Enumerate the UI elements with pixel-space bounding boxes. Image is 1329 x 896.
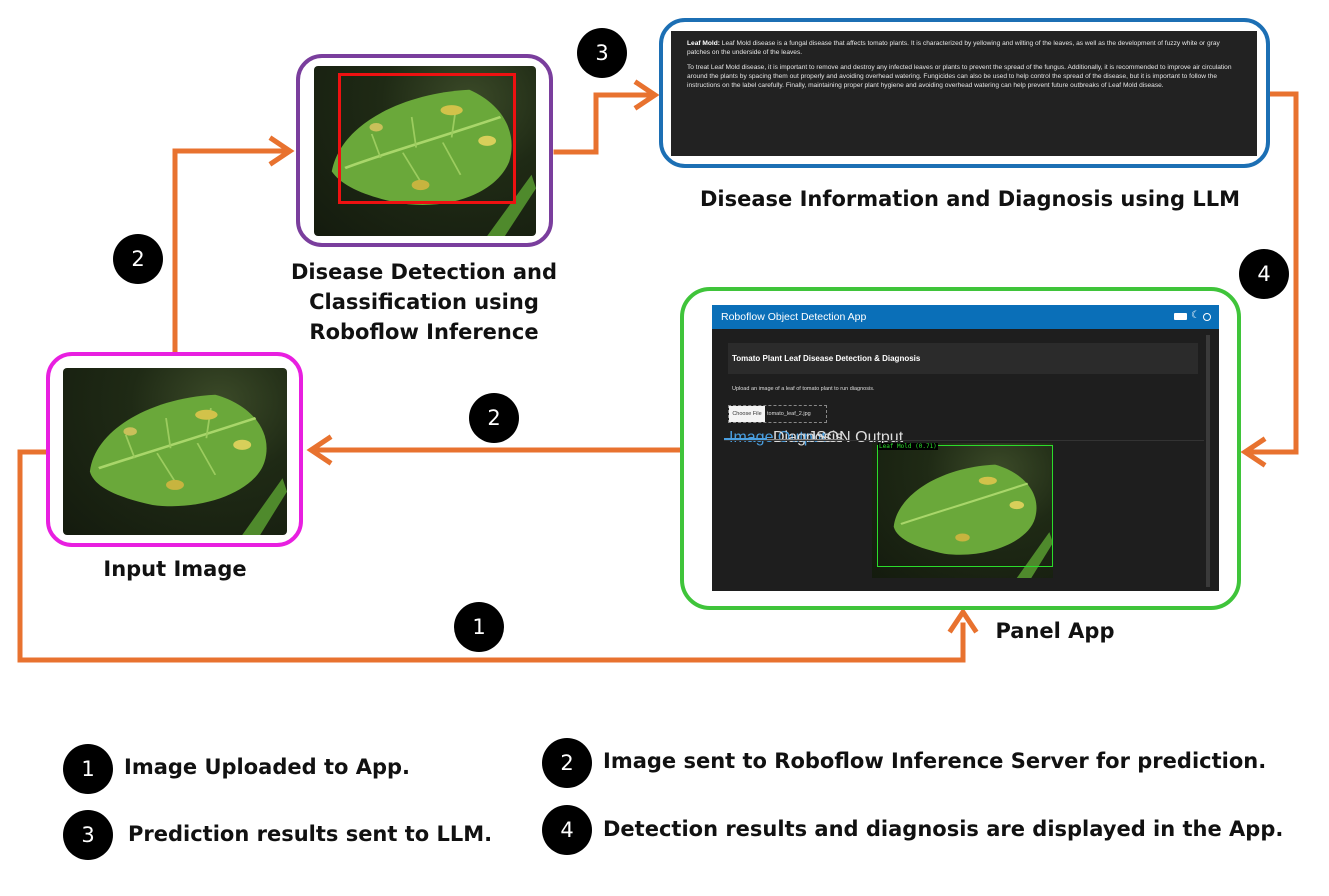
file-input[interactable]: Choose File tomato_leaf_2.jpg [728,405,827,423]
tab-bar-line [724,439,844,440]
legend-text-3: Prediction results sent to LLM. [128,822,493,846]
app-header-title: Roboflow Object Detection App [721,311,867,323]
detection-leaf-image [314,66,536,236]
input-caption: Input Image [103,557,247,581]
arrowhead-llm [633,79,660,111]
app-title-box: Tomato Plant Leaf Disease Detection & Di… [728,343,1198,374]
llm-paragraph-2: To treat Leaf Mold disease, it is import… [687,64,1232,89]
detection-caption: Disease Detection and Classification usi… [270,257,578,347]
llm-caption: Disease Information and Diagnosis using … [699,187,1241,211]
selected-file-name: tomato_leaf_2.jpg [767,411,811,417]
arrow-llm-to-panel [1247,91,1299,455]
legend-badge-2: 2 [542,738,592,788]
step-badge-4: 4 [1239,249,1289,299]
llm-output-panel: Leaf Mold: Leaf Mold disease is a fungal… [671,31,1257,156]
choose-file-button[interactable]: Choose File [729,406,765,422]
arrowhead-input [306,434,333,466]
active-tab-indicator [724,438,767,440]
legend-text-4: Detection results and diagnosis are disp… [603,817,1284,841]
app-detection-label: Leaf Mold (0.71) [878,443,938,450]
step-badge-1: 1 [454,602,504,652]
legend-badge-1: 1 [63,744,113,794]
app-output-image [872,443,1053,578]
arrow-detection-to-llm [553,92,653,155]
legend-badge-4: 4 [542,805,592,855]
theme-moon-icon[interactable]: ☾ [1191,310,1200,321]
arrow-input-to-panel [17,449,966,663]
arrow-input-to-detection [172,148,288,355]
tab-image-output[interactable]: Image Output [729,429,826,446]
app-window: Roboflow Object Detection App ☾ Tomato P… [712,305,1219,591]
llm-paragraph-1: Leaf Mold: Leaf Mold disease is a fungal… [687,39,1241,57]
app-page-title: Tomato Plant Leaf Disease Detection & Di… [732,354,921,363]
legend-text-1: Image Uploaded to App. [124,755,411,779]
leaf-image-drawing [331,89,536,236]
input-leaf-image [63,368,287,535]
llm-disease-name: Leaf Mold: [687,40,720,47]
llm-description: Leaf Mold disease is a fungal disease th… [687,40,1220,56]
arrowhead-detection [268,135,295,167]
arrowhead-panel [1240,436,1267,468]
app-description: Upload an image of a leaf of tomato plan… [732,386,875,392]
step-badge-3: 3 [577,28,627,78]
detection-bounding-box [338,73,516,204]
app-header: Roboflow Object Detection App ☾ [712,305,1219,329]
fullscreen-icon[interactable] [1174,313,1187,320]
step-badge-2-vertical: 2 [113,234,163,284]
legend-text-2: Image sent to Roboflow Inference Server … [603,749,1267,773]
tab-json-output[interactable]: JSON Output [808,429,904,446]
step-badge-2-horizontal: 2 [469,393,519,443]
legend-badge-3: 3 [63,810,113,860]
panel-app-caption: Panel App [995,619,1115,643]
detection-caption-line-1: Disease Detection and [290,260,558,284]
detection-caption-line-2: Classification using [309,290,539,314]
tab-divider [724,440,1204,441]
status-circle-icon [1203,313,1211,321]
app-detection-box [877,445,1053,567]
leaf-image-drawing [89,394,287,535]
app-scrollbar[interactable] [1206,335,1210,587]
arrowhead-panel-bottom [947,607,979,634]
detection-caption-line-3: Roboflow Inference [309,320,539,344]
tab-diagnosis[interactable]: Diagnosis [773,429,844,446]
